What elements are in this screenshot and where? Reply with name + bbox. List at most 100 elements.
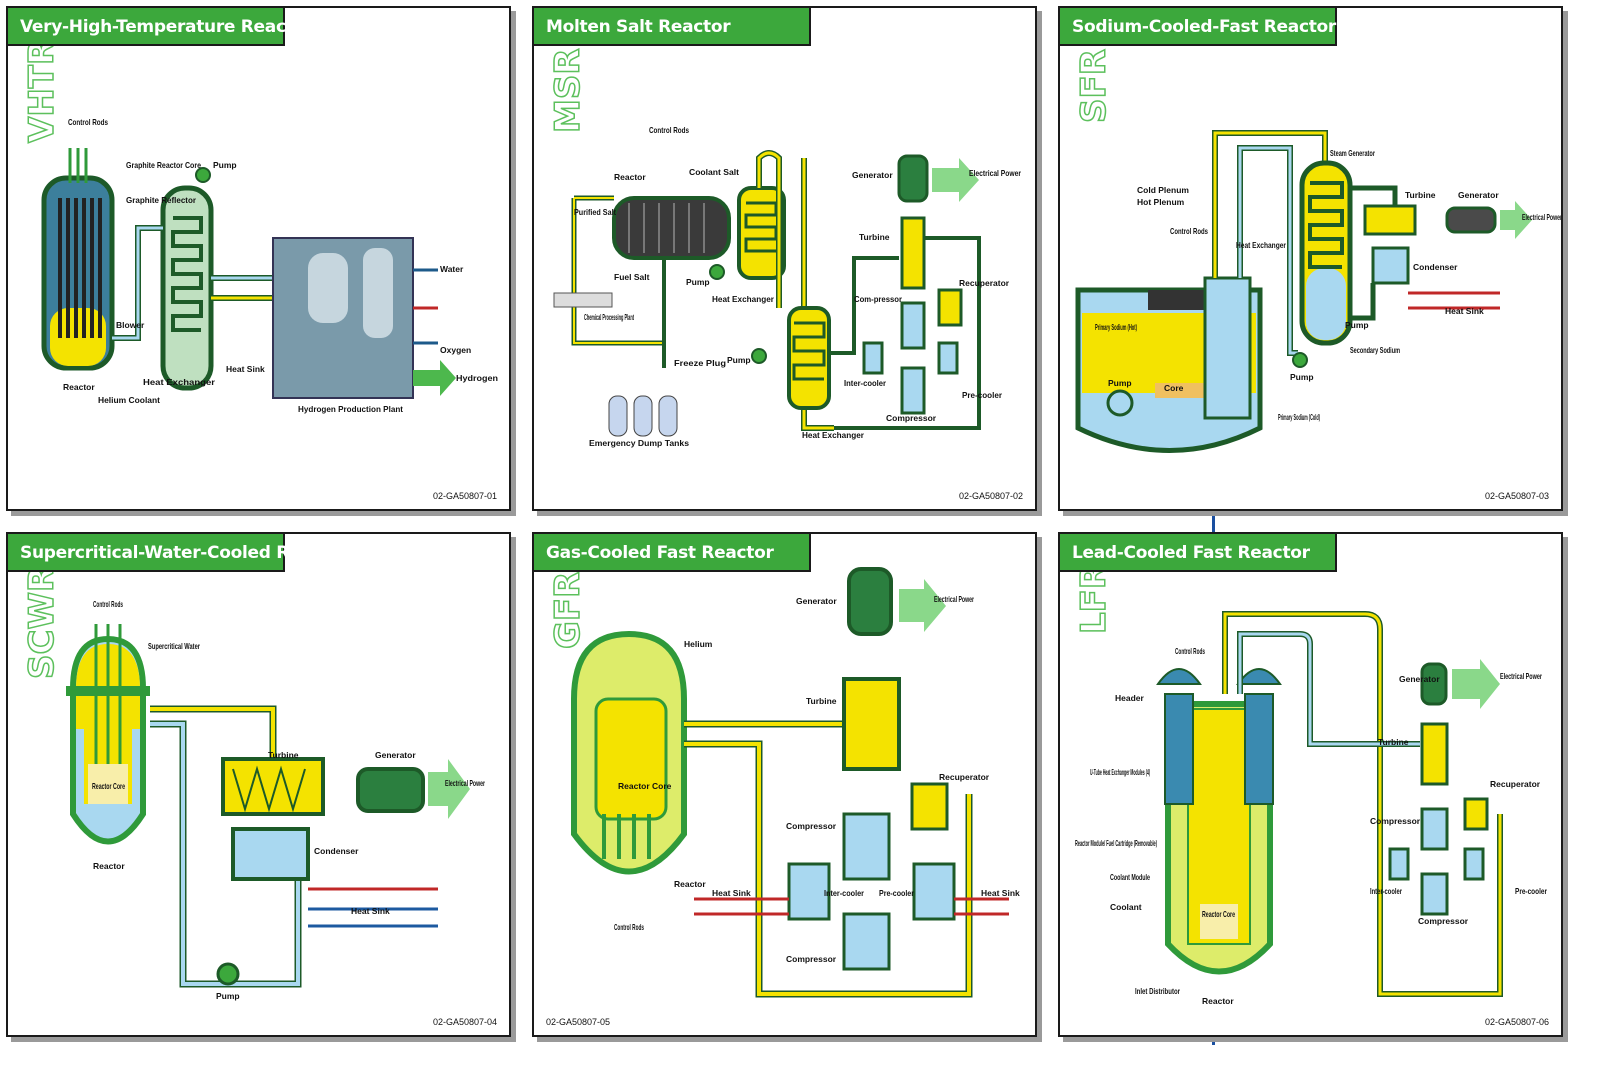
label: Hot Plenum bbox=[1137, 197, 1185, 207]
label: Inter-cooler bbox=[824, 888, 865, 898]
scwr-condenser bbox=[231, 827, 310, 881]
label: Oxygen bbox=[440, 345, 471, 355]
label: Freeze Plug bbox=[674, 358, 726, 368]
msr-diagram: MSR Control Rods Reactor Coolant Salt Pu… bbox=[547, 48, 1021, 448]
label: Reactor Core bbox=[1202, 909, 1235, 919]
sfr-condenser bbox=[1371, 246, 1410, 285]
label: Reactor bbox=[63, 382, 95, 392]
label: Graphite Reactor Core bbox=[126, 160, 201, 170]
label: Pump bbox=[1345, 320, 1369, 330]
label: Helium bbox=[684, 639, 713, 649]
panel-title: Gas-Cooled Fast Reactor bbox=[534, 534, 811, 572]
label: Emergency Dump Tanks bbox=[589, 438, 689, 448]
label: Blower bbox=[116, 320, 145, 330]
label: Hydrogen bbox=[456, 373, 498, 383]
label: Heat Sink bbox=[1445, 306, 1484, 316]
label: Pre-cooler bbox=[962, 390, 1003, 400]
lfr-diagram: LFR Control Rods Header Generator Electr… bbox=[1073, 562, 1547, 1006]
panel-vhtr: VHTR Control Rods Graphite Reactor Core … bbox=[6, 6, 511, 511]
label: Header bbox=[1115, 693, 1145, 703]
label: Pre-cooler bbox=[879, 888, 915, 898]
label: Heat Sink bbox=[351, 906, 390, 916]
label: Chemical Processing Plant bbox=[584, 312, 634, 322]
gfr-generator bbox=[847, 567, 893, 636]
label: Primary Sodium (Cold) bbox=[1278, 412, 1320, 422]
figure-code: 02-GA50807-03 bbox=[1484, 491, 1549, 501]
label: Inter-cooler bbox=[844, 378, 887, 388]
figure-code: 02-GA50807-05 bbox=[546, 1017, 611, 1027]
label: Generator bbox=[852, 170, 893, 180]
pump-icon bbox=[195, 167, 211, 183]
label: Control Rods bbox=[1170, 226, 1208, 236]
figure-code: 02-GA50807-06 bbox=[1484, 1017, 1549, 1027]
label: Hydrogen Production Plant bbox=[298, 404, 403, 414]
label: Coolant Salt bbox=[689, 167, 739, 177]
label: Recuperator bbox=[1490, 779, 1541, 789]
label: Coolant bbox=[1110, 902, 1142, 912]
scwr-diagram: SCWR Control Rods Supercritical Water Re… bbox=[21, 565, 485, 1001]
abbr-text: SFR bbox=[1074, 49, 1114, 123]
label: Control Rods bbox=[1175, 646, 1205, 656]
panel-title: Sodium-Cooled-Fast Reactor bbox=[1060, 8, 1337, 46]
label: Recuperator bbox=[939, 772, 990, 782]
sfr-turbine bbox=[1363, 204, 1417, 236]
label: Pump bbox=[216, 991, 240, 1001]
label: Inter-cooler bbox=[1370, 886, 1402, 896]
label: Compressor bbox=[1418, 916, 1469, 926]
label: Pump bbox=[727, 355, 751, 365]
figure-code: 02-GA50807-04 bbox=[432, 1017, 497, 1027]
label: Fuel Salt bbox=[614, 272, 650, 282]
label: Inlet Distributor bbox=[1135, 986, 1180, 996]
label: Turbine bbox=[859, 232, 890, 242]
lfr-generator bbox=[1420, 662, 1448, 706]
label: Reactor bbox=[1202, 996, 1234, 1006]
label: Pump bbox=[213, 160, 237, 170]
hydrogen-arrow bbox=[413, 360, 456, 396]
msr-heat-exchanger-2 bbox=[787, 306, 831, 410]
label: Generator bbox=[375, 750, 416, 760]
label: Compressor bbox=[1370, 816, 1421, 826]
gfr-recuperator bbox=[910, 782, 949, 831]
label: Electrical Power bbox=[1500, 671, 1542, 681]
label: Cold Plenum bbox=[1137, 185, 1189, 195]
panel-title: Very-High-Temperature Reactor bbox=[8, 8, 313, 46]
sfr-generator bbox=[1445, 206, 1497, 234]
label: Control Rods bbox=[68, 117, 108, 127]
scwr-generator bbox=[356, 767, 425, 813]
label: Generator bbox=[1399, 674, 1440, 684]
label: Heat Sink bbox=[226, 364, 265, 374]
abbr-text: GFR bbox=[548, 572, 588, 649]
label: Supercritical Water bbox=[148, 641, 200, 651]
label: Control Rods bbox=[93, 599, 123, 609]
msr-reactor bbox=[612, 196, 731, 260]
label: Purified Salt bbox=[574, 207, 616, 217]
label: U-Tube Heat Exchanger Modules (4) bbox=[1090, 767, 1150, 777]
label: Control Rods bbox=[649, 125, 689, 135]
gfr-turbine bbox=[842, 677, 901, 771]
abbr-text: LFR bbox=[1074, 563, 1114, 634]
label: Reactor Core bbox=[618, 781, 672, 791]
label: Pump bbox=[686, 277, 710, 287]
sfr-diagram: SFR Steam Generator Turbine Generator El… bbox=[1073, 48, 1561, 453]
msr-generator bbox=[897, 154, 929, 203]
label: Turbine bbox=[1405, 190, 1436, 200]
label: Pump bbox=[1290, 372, 1314, 382]
label: Graphite Reflector bbox=[126, 195, 197, 205]
figure-code: 02-GA50807-02 bbox=[958, 491, 1023, 501]
panel-scwr: SCWR Control Rods Supercritical Water Re… bbox=[6, 532, 511, 1037]
pump-icon bbox=[216, 962, 240, 986]
label: Heat Sink bbox=[981, 888, 1020, 898]
panel-sfr: SFR Steam Generator Turbine Generator El… bbox=[1058, 6, 1563, 511]
label: Secondary Sodium bbox=[1350, 345, 1400, 355]
abbr-text: MSR bbox=[548, 48, 588, 133]
label: Reactor bbox=[93, 861, 125, 871]
label: Compressor bbox=[786, 821, 837, 831]
panel-msr: MSR Control Rods Reactor Coolant Salt Pu… bbox=[532, 6, 1037, 511]
label: Heat Exchanger bbox=[712, 294, 775, 304]
label: Generator bbox=[1458, 190, 1499, 200]
label: Recuperator bbox=[959, 278, 1010, 288]
label: Reactor bbox=[674, 879, 706, 889]
label: Control Rods bbox=[614, 922, 644, 932]
abbr-text: VHTR bbox=[22, 39, 62, 143]
figure-code: 02-GA50807-01 bbox=[432, 491, 497, 501]
